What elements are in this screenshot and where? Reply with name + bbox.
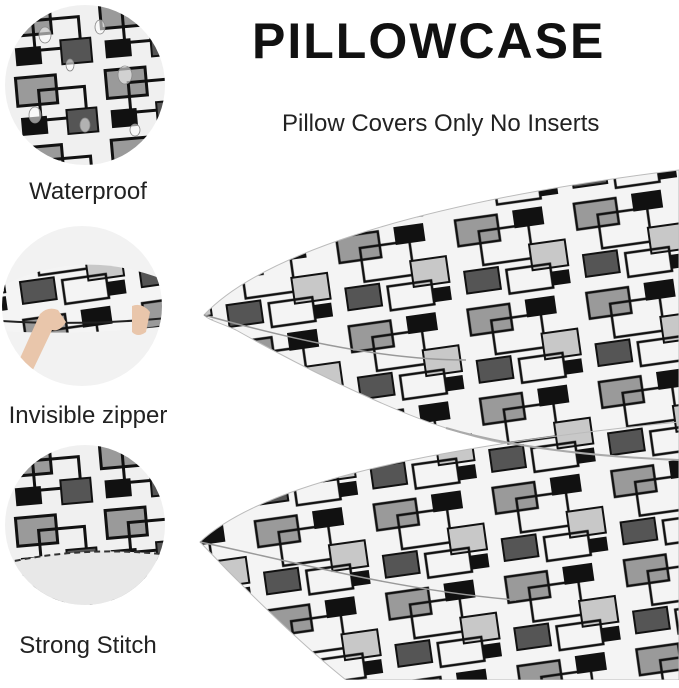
top-pillow <box>203 169 679 461</box>
pillow-product-image <box>199 169 679 680</box>
page-title: PILLOWCASE <box>252 13 606 69</box>
zipper-hands-icon <box>2 226 162 386</box>
stitch-closeup-icon <box>5 445 165 605</box>
feature-label-waterproof: Waterproof <box>29 178 147 205</box>
feature-label-invisible-zipper: Invisible zipper <box>8 402 168 429</box>
page-subtitle: Pillow Covers Only No Inserts <box>282 110 600 137</box>
bottom-pillow <box>199 421 679 680</box>
feature-label-strong-stitch: Strong Stitch <box>19 632 157 659</box>
water-droplets-icon <box>5 5 165 165</box>
